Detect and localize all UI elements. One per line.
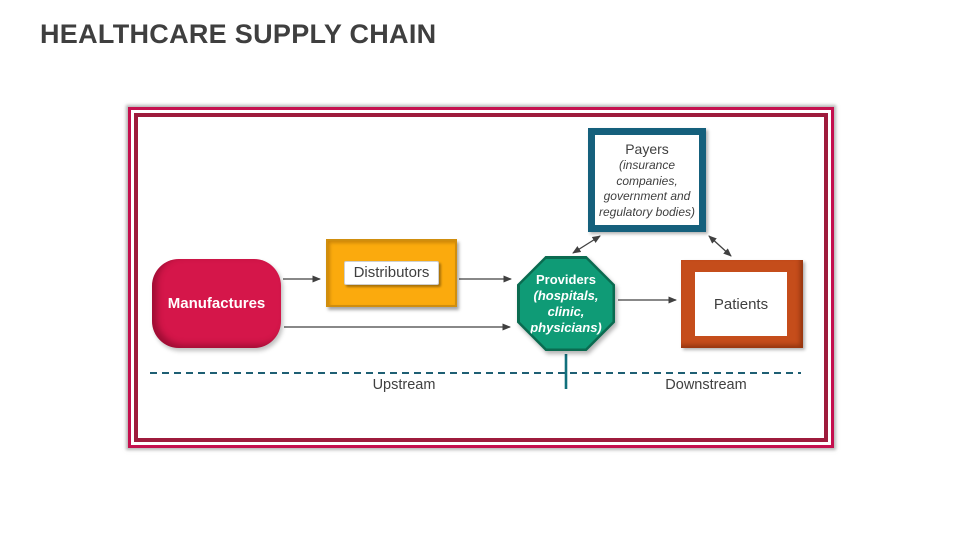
distributors-node[interactable]: Distributors	[326, 239, 457, 307]
manufactures-node[interactable]: Manufactures	[152, 259, 281, 348]
providers-sublabel: (hospitals, clinic, physicians)	[530, 287, 602, 335]
manufactures-label: Manufactures	[167, 295, 266, 312]
providers-node[interactable]: Providers (hospitals, clinic, physicians…	[517, 256, 615, 351]
payers-node[interactable]: Payers (insurance companies, government …	[588, 128, 706, 232]
providers-octagon: Providers (hospitals, clinic, physicians…	[519, 258, 613, 349]
patients-label: Patients	[713, 295, 769, 313]
downstream-zone-label: Downstream	[665, 377, 747, 393]
upstream-zone-label: Upstream	[372, 377, 436, 393]
payers-label: Payers	[625, 141, 669, 157]
payers-sublabel: (insurance companies, government and reg…	[598, 158, 696, 219]
page-title: HEALTHCARE SUPPLY CHAIN	[40, 19, 437, 49]
distributors-label: Distributors	[343, 261, 440, 285]
patients-node[interactable]: Patients	[681, 260, 803, 348]
providers-label: Providers	[536, 271, 596, 287]
patients-inner-box: Patients	[695, 272, 787, 336]
